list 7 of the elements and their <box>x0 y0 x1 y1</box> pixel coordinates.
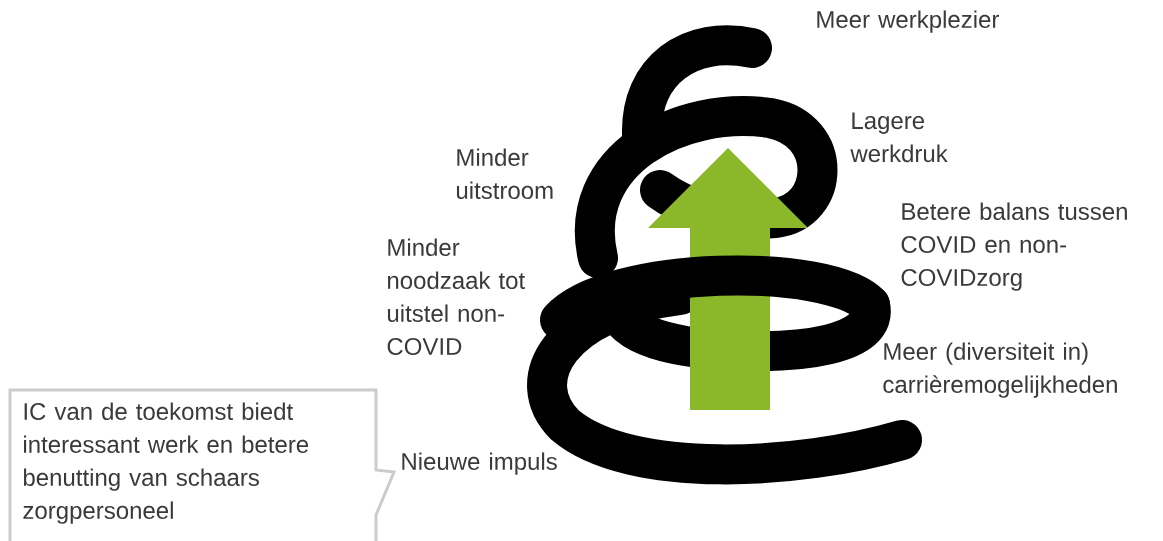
step-label: Meer (diversiteit in) carrièremogelijkheden <box>883 342 1117 398</box>
step-label: Betere balans tussen COVID en non-COVIDzorg <box>901 202 1127 291</box>
step-label: Lagere werkdruk <box>850 112 948 163</box>
step-label: Minder uitstroom <box>457 148 553 199</box>
step-label: Meer werkplezier <box>817 10 999 33</box>
step-label: Minder noodzaak tot uitstel non-COVID <box>387 238 525 355</box>
speech-bubble: IC van de toekomst biedt interessant werk en betere benutting van schaars zorgpersoneel <box>8 388 397 541</box>
